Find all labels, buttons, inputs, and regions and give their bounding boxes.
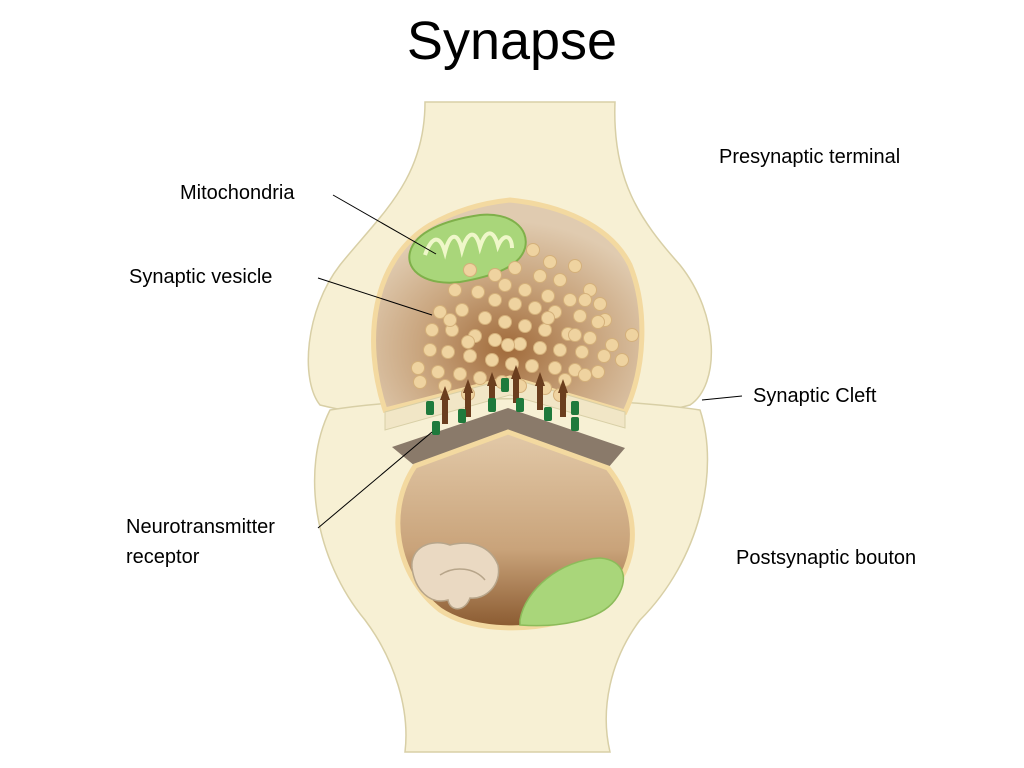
receptor: [571, 401, 579, 415]
postsynaptic-bouton-label: Postsynaptic bouton: [736, 547, 917, 569]
vesicle: [605, 338, 619, 352]
synaptic-vesicle-label: Synaptic vesicle: [129, 266, 273, 288]
vesicle: [553, 273, 567, 287]
vesicle: [625, 328, 639, 342]
vesicle: [597, 349, 611, 363]
neurotransmitter-receptor-label: Neurotransmitter receptor: [126, 512, 275, 572]
vesicle: [461, 335, 475, 349]
golgi-organelle: [411, 542, 500, 610]
neurotransmitter-receptor-label-line2: receptor: [126, 546, 200, 568]
vesicle: [525, 359, 539, 373]
vesicle: [455, 303, 469, 317]
vesicle: [485, 353, 499, 367]
vesicle: [528, 301, 542, 315]
vesicle: [453, 367, 467, 381]
vesicle: [578, 293, 592, 307]
vesicle: [568, 259, 582, 273]
synaptic-cleft-label: Synaptic Cleft: [753, 385, 877, 407]
vesicle: [471, 285, 485, 299]
vesicle: [501, 338, 515, 352]
mitochondria-leader-line: [332, 194, 437, 255]
vesicle: [558, 373, 572, 387]
vesicle: [488, 268, 502, 282]
vesicle: [553, 343, 567, 357]
vesicle: [568, 328, 582, 342]
vesicle: [463, 263, 477, 277]
vesicle: [591, 315, 605, 329]
page-title: Synapse: [406, 11, 618, 71]
vesicle: [463, 349, 477, 363]
vesicle: [478, 311, 492, 325]
vesicle: [411, 361, 425, 375]
synaptic-vesicle-leader-line: [317, 277, 433, 316]
vesicle: [533, 341, 547, 355]
receptor: [571, 417, 579, 431]
release-channel: [511, 365, 521, 403]
presynaptic-terminal-label: Presynaptic terminal: [719, 146, 901, 168]
vesicle: [488, 293, 502, 307]
receptor: [488, 398, 496, 412]
vesicle: [541, 311, 555, 325]
receptor: [516, 398, 524, 412]
vesicle: [473, 371, 487, 385]
vesicle: [541, 289, 555, 303]
mitochondrion: [408, 213, 527, 284]
vesicle: [508, 297, 522, 311]
vesicle: [575, 345, 589, 359]
vesicle: [431, 365, 445, 379]
receptor-leader-line: [317, 431, 433, 529]
vesicle: [578, 368, 592, 382]
neurotransmitter-receptor-label-line1: Neurotransmitter: [126, 516, 275, 538]
vesicle: [593, 297, 607, 311]
vesicle: [433, 305, 447, 319]
vesicle: [423, 343, 437, 357]
receptor: [458, 409, 466, 423]
vesicle: [443, 313, 457, 327]
release-channel: [463, 379, 473, 417]
vesicle: [498, 315, 512, 329]
vesicle: [526, 243, 540, 257]
vesicle: [425, 323, 439, 337]
release-channel: [558, 379, 568, 417]
vesicle: [543, 255, 557, 269]
synaptic-vesicles: [411, 243, 639, 402]
vesicle: [591, 365, 605, 379]
vesicle: [518, 319, 532, 333]
release-channel: [535, 372, 545, 410]
release-channel: [440, 386, 450, 424]
vesicle: [548, 361, 562, 375]
vesicle: [513, 337, 527, 351]
mitochondria-label: Mitochondria: [180, 182, 295, 204]
vesicle: [583, 331, 597, 345]
vesicle: [563, 293, 577, 307]
receptor: [432, 421, 440, 435]
vesicle: [413, 375, 427, 389]
vesicle: [573, 309, 587, 323]
vesicle: [615, 353, 629, 367]
receptor: [501, 378, 509, 392]
synaptic-cleft-leader-line: [701, 395, 743, 401]
vesicle: [518, 283, 532, 297]
receptor: [544, 407, 552, 421]
vesicle: [508, 261, 522, 275]
vesicle: [488, 333, 502, 347]
neurotransmitter-receptors: [426, 378, 579, 435]
vesicle: [533, 269, 547, 283]
vesicle: [448, 283, 462, 297]
postsynaptic-organelle: [519, 557, 625, 627]
vesicle: [441, 345, 455, 359]
vesicle: [538, 323, 552, 337]
receptor: [426, 401, 434, 415]
vesicle: [498, 278, 512, 292]
